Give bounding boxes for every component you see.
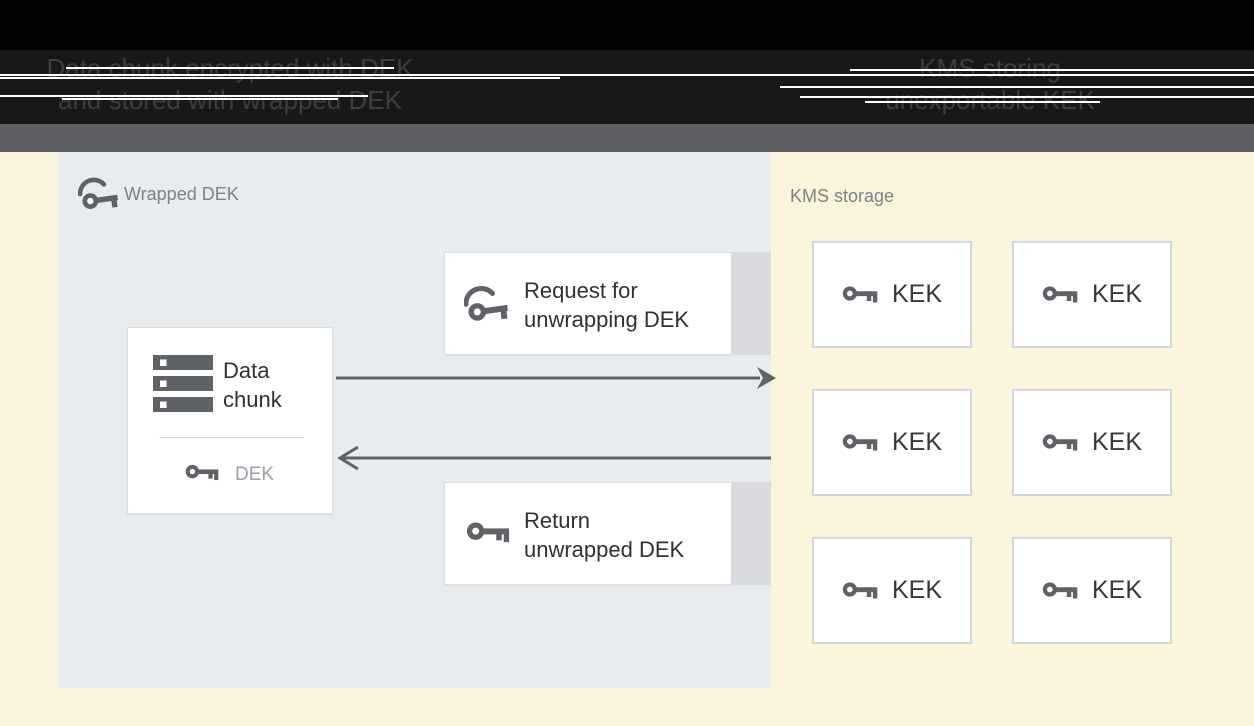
key-icon xyxy=(466,518,510,548)
key-icon xyxy=(1042,579,1078,603)
kek-label: KEK xyxy=(891,428,943,456)
header-band: Data chunk encrypted with DEK and stored… xyxy=(0,0,1254,124)
turning-key-icon xyxy=(464,280,512,326)
kek-box: KEK xyxy=(812,537,972,644)
kek-label: KEK xyxy=(891,280,943,308)
data-chunk-title-line2: chunk xyxy=(223,387,282,412)
key-icon xyxy=(842,283,878,307)
kek-box: KEK xyxy=(1012,389,1172,496)
kek-box: KEK xyxy=(1012,537,1172,644)
key-icon xyxy=(1042,431,1078,455)
request-box-line1: Request for xyxy=(524,278,638,303)
key-icon xyxy=(1042,283,1078,307)
kek-label: KEK xyxy=(1091,576,1143,604)
header-caption-left-line2: and stored with wrapped DEK xyxy=(58,85,402,115)
storage-stack-icon xyxy=(153,355,213,412)
request-unwrapping-box: Request for unwrapping DEK xyxy=(444,252,771,355)
kek-box: KEK xyxy=(1012,241,1172,348)
scanline xyxy=(780,86,1254,88)
kek-grid: KEK KEK KEK KEK KEK KEK xyxy=(812,241,1172,644)
data-chunk-box: Data chunk DEK xyxy=(127,327,333,514)
turning-key-icon xyxy=(78,173,122,213)
scanline xyxy=(0,77,560,79)
kek-label: KEK xyxy=(891,576,943,604)
return-box-strip xyxy=(732,482,771,585)
request-box-strip xyxy=(732,252,771,355)
request-box-line2: unwrapping DEK xyxy=(524,307,690,332)
return-box-line2: unwrapped DEK xyxy=(524,537,685,562)
divider-line xyxy=(159,437,304,438)
scanline xyxy=(800,96,1254,98)
request-box-body xyxy=(444,252,732,355)
divider-bar xyxy=(0,124,1254,152)
dek-label: DEK xyxy=(235,464,275,485)
kek-label: KEK xyxy=(1091,428,1143,456)
header-top-strip xyxy=(0,0,1254,50)
key-icon xyxy=(842,579,878,603)
kek-box: KEK xyxy=(812,389,972,496)
wrapped-dek-label: Wrapped DEK xyxy=(124,184,239,204)
kek-label: KEK xyxy=(1091,280,1143,308)
key-icon xyxy=(185,459,219,487)
header-caption-right: KMS storing unexportable KEK xyxy=(760,52,1220,116)
kek-box: KEK xyxy=(812,241,972,348)
scanline xyxy=(865,101,1100,103)
scanline xyxy=(66,67,394,69)
scanline xyxy=(850,69,1254,71)
scanline xyxy=(0,95,368,97)
scanline xyxy=(0,74,1254,76)
header-caption-left: Data chunk encrypted with DEK and stored… xyxy=(20,52,440,116)
data-chunk-title: Data chunk xyxy=(223,356,282,414)
header-caption-right-line2: unexportable KEK xyxy=(885,85,1095,115)
return-box-line1: Return xyxy=(524,508,591,533)
request-box-text: Request for unwrapping DEK xyxy=(524,276,689,334)
return-unwrapped-box: Return unwrapped DEK xyxy=(444,482,771,585)
scanline xyxy=(62,98,338,100)
data-chunk-title-line1: Data xyxy=(223,358,270,383)
key-icon xyxy=(842,431,878,455)
header-caption-right-line1: KMS storing xyxy=(919,53,1061,83)
return-box-text: Return unwrapped DEK xyxy=(524,506,684,564)
kms-storage-label: KMS storage xyxy=(790,186,895,206)
